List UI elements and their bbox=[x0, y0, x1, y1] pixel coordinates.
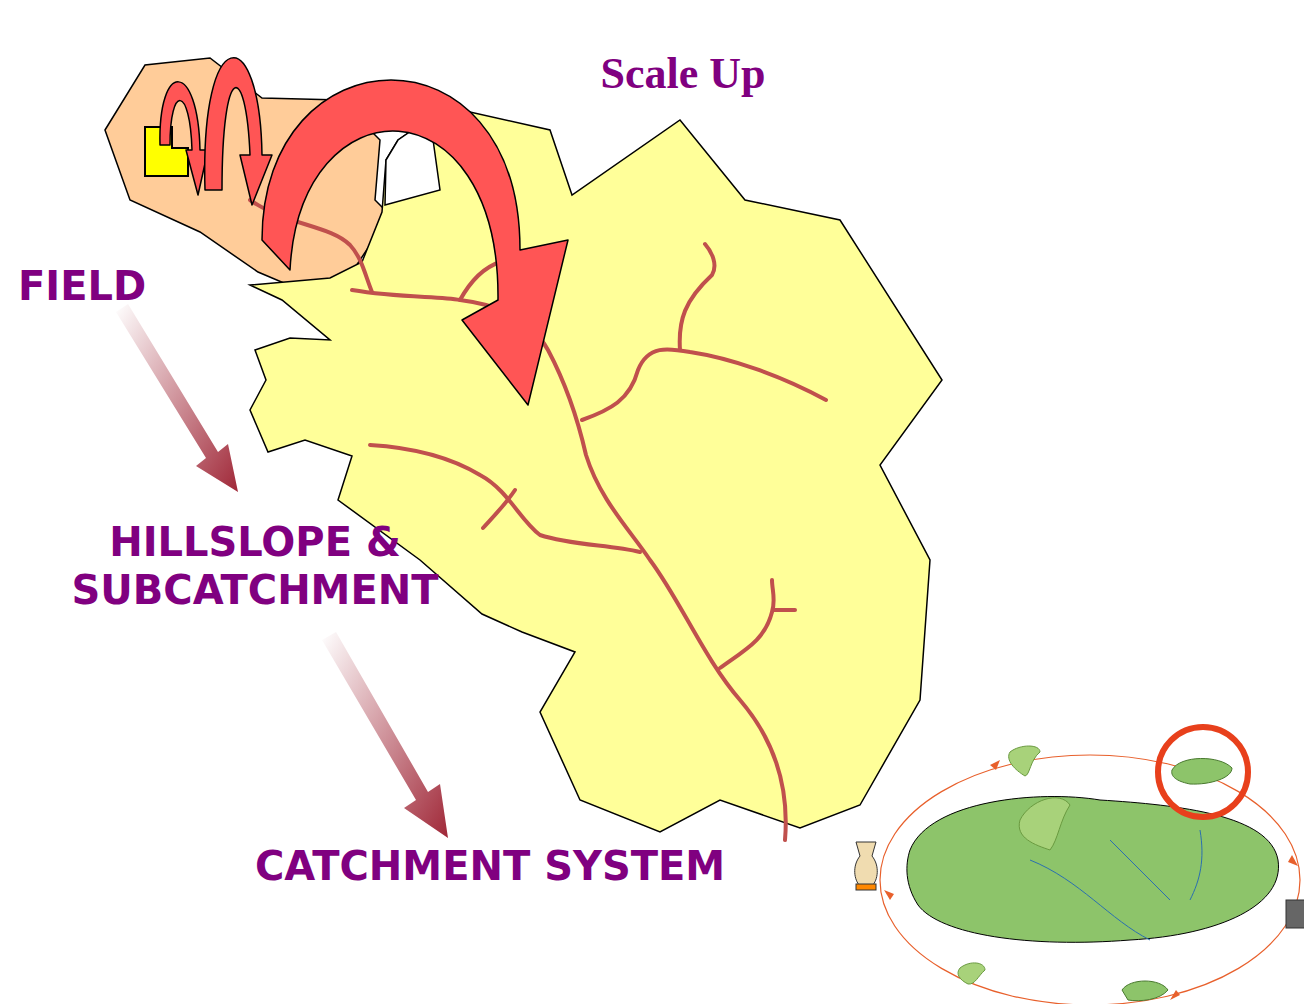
catchment-system-icon bbox=[855, 727, 1304, 1004]
scale-level-label: FIELD bbox=[18, 262, 146, 310]
scale-up-arrows bbox=[160, 58, 568, 405]
diagram-title: Scale Up bbox=[601, 48, 766, 99]
catchment-area bbox=[250, 112, 942, 832]
scale-level-label: CATCHMENT SYSTEM bbox=[255, 842, 725, 890]
scale-level-label: HILLSLOPE & SUBCATCHMENT bbox=[20, 518, 490, 614]
